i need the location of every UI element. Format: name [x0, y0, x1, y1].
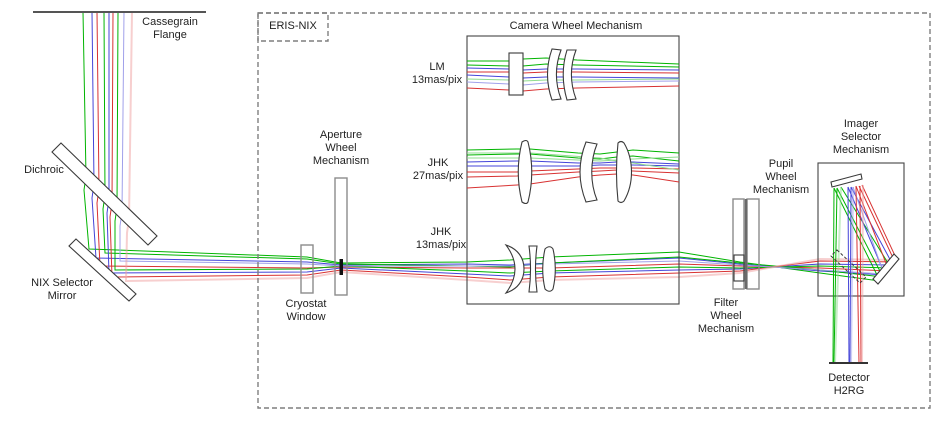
filter-wheel-element	[732, 198, 745, 290]
cryostat-window-element	[300, 244, 314, 294]
pupil-wheel-label: Pupil Wheel Mechanism	[752, 158, 810, 196]
lm-lens-meniscus-1	[546, 48, 562, 101]
nix-selector-mirror-label: NIX Selector Mirror	[31, 277, 93, 302]
jhk13-lens-group	[504, 243, 556, 295]
filter-wheel-label: Filter Wheel Mechanism	[697, 297, 755, 335]
pupil-wheel-element	[746, 198, 760, 290]
jhk27-path-label: JHK 27mas/pix	[412, 157, 464, 182]
eris-nix-enclosure	[257, 12, 931, 409]
main-beam-rays	[82, 11, 898, 285]
aperture-wheel-element	[334, 177, 348, 296]
dichroic-label: Dichroic	[24, 164, 64, 176]
lm-path-rays	[466, 57, 680, 92]
nix-selector-mirror	[68, 238, 137, 302]
aperture-wheel-label: Aperture Wheel Mechanism	[312, 129, 370, 167]
jhk13-lens-slab	[528, 245, 538, 293]
detector-label: Detector H2RG	[828, 372, 870, 397]
jhk27-lens-biconvex	[517, 139, 533, 205]
cassegrain-flange-label: Cassegrain Flange	[142, 16, 198, 41]
jhk27-path-rays	[466, 148, 680, 189]
imager-fold-mirror-bottom	[872, 253, 900, 285]
aperture-stop-mark	[339, 259, 343, 275]
camera-wheel-label: Camera Wheel Mechanism	[509, 20, 643, 32]
lm-lens-meniscus-2	[562, 49, 577, 101]
lm-lens-flat	[508, 52, 524, 96]
imager-selector-label: Imager Selector Mechanism	[832, 118, 890, 156]
dichroic-element	[51, 142, 158, 246]
jhk27-lens-planoconvex	[615, 140, 633, 204]
imager-fold-mirror-top	[830, 173, 863, 188]
filter-pupil-wheel-group	[732, 198, 760, 290]
imager-alternate-mirror-dashed	[830, 249, 867, 284]
lm-path-label: LM 13mas/pix	[411, 61, 463, 86]
filter-aperture	[733, 254, 745, 282]
jhk13-path-label: JHK 13mas/pix	[415, 226, 467, 251]
jhk27-lens-group	[517, 139, 633, 205]
jhk13-lens-biconvex	[542, 246, 556, 292]
cryostat-window-label: Cryostat Window	[285, 298, 327, 323]
jhk13-lens-crescent	[504, 243, 525, 295]
jhk27-lens-meniscus	[579, 141, 598, 203]
eris-nix-label-box	[257, 12, 329, 42]
eris-nix-label: ERIS-NIX	[269, 20, 317, 32]
lm-lens-group	[508, 48, 577, 101]
